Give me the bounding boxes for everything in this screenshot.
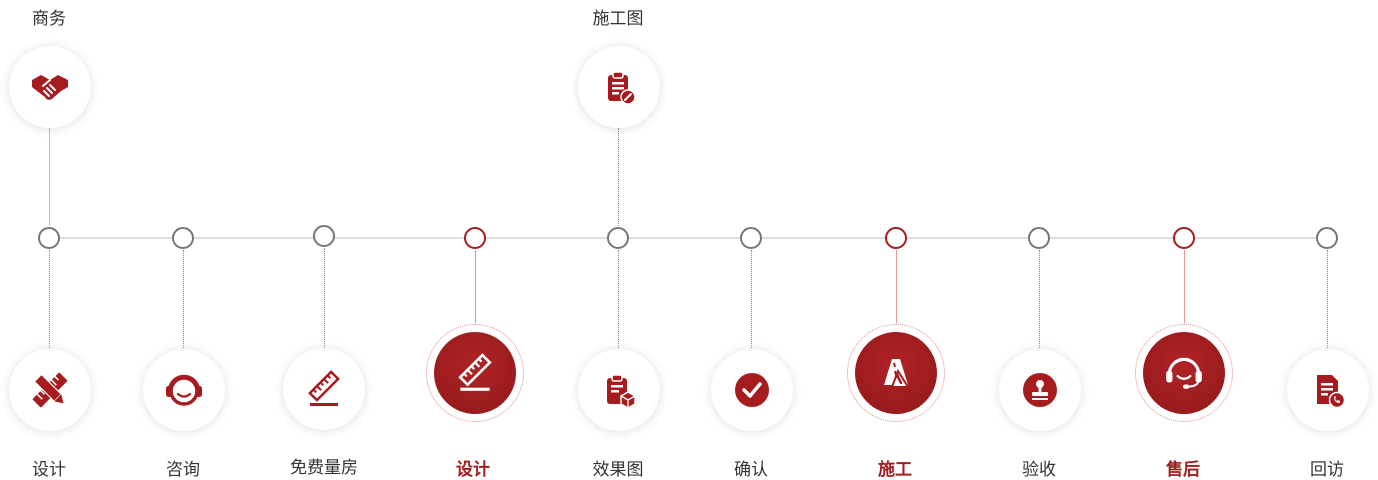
step-ring-9: [1135, 324, 1233, 422]
timeline-node-6[interactable]: [740, 227, 762, 249]
connector-3: [324, 248, 325, 348]
check-circle-icon: [732, 370, 772, 410]
connector-5: [618, 250, 619, 348]
connector-9: [1184, 250, 1185, 323]
connector-7: [896, 250, 897, 323]
step-circle-4[interactable]: [434, 332, 516, 414]
connector-10: [1327, 250, 1328, 348]
step-label-10: 回访: [1310, 460, 1344, 480]
connector-8: [1039, 250, 1040, 348]
headset-icon: [163, 369, 205, 411]
step-label-3: 免费量房: [290, 458, 358, 478]
step-label-5: 效果图: [592, 460, 644, 480]
timeline-node-8[interactable]: [1028, 227, 1050, 249]
step-circle-5[interactable]: [578, 349, 660, 431]
step-circle-3[interactable]: [283, 348, 365, 430]
ruler-pencil-icon: [29, 369, 71, 411]
connector-6: [751, 250, 752, 348]
step-ring-4: [426, 324, 524, 422]
connector-4: [475, 250, 476, 323]
step-circle-9[interactable]: [1143, 332, 1225, 414]
timeline-node-1[interactable]: [38, 227, 60, 249]
step-label-2: 咨询: [166, 460, 200, 480]
timeline-node-7[interactable]: [885, 227, 907, 249]
step-circle-2[interactable]: [143, 349, 225, 431]
timeline-node-4[interactable]: [464, 227, 486, 249]
step-ring-7: [847, 324, 945, 422]
timeline-node-5[interactable]: [607, 227, 629, 249]
top-step-label-2: 施工图: [592, 9, 644, 29]
top-step-circle-1[interactable]: [9, 46, 91, 128]
timeline-node-2[interactable]: [172, 227, 194, 249]
headset-icon: [1162, 351, 1206, 395]
timeline-node-10[interactable]: [1316, 227, 1338, 249]
step-label-7: 施工: [878, 460, 912, 480]
connector-1: [49, 250, 50, 348]
step-circle-6[interactable]: [711, 349, 793, 431]
connector-2: [183, 250, 184, 348]
step-label-8: 验收: [1022, 460, 1056, 480]
ruler-icon: [303, 368, 345, 410]
top-step-label-1: 商务: [32, 9, 66, 29]
step-circle-7[interactable]: [855, 332, 937, 414]
step-label-9: 售后: [1166, 460, 1200, 480]
connector-top-2: [618, 128, 619, 226]
step-circle-8[interactable]: [999, 349, 1081, 431]
step-label-6: 确认: [734, 460, 768, 480]
ruler-icon: [453, 351, 497, 395]
connector-top-1: [49, 128, 50, 226]
top-step-circle-2[interactable]: [578, 46, 660, 128]
document-phone-icon: [1308, 370, 1348, 410]
handshake-icon: [29, 66, 71, 108]
road-construction-icon: [874, 351, 918, 395]
stamp-icon: [1020, 370, 1060, 410]
timeline-line: [50, 237, 1328, 239]
timeline-node-3[interactable]: [313, 225, 335, 247]
step-circle-1[interactable]: [9, 349, 91, 431]
step-circle-10[interactable]: [1287, 349, 1369, 431]
clipboard-pen-icon: [599, 67, 639, 107]
timeline-node-9[interactable]: [1173, 227, 1195, 249]
clipboard-box-icon: [599, 370, 639, 410]
step-label-4: 设计: [456, 460, 490, 480]
step-label-1: 设计: [32, 460, 66, 480]
